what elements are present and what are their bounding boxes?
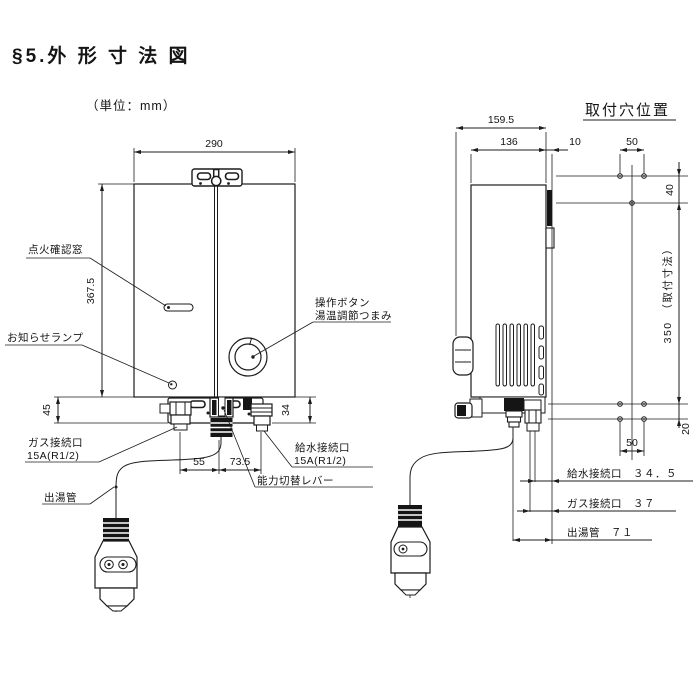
page-title: §5.外 形 寸 法 図 (12, 44, 191, 67)
front-view (94, 168, 296, 612)
unit-note: （単位：mm） (86, 98, 176, 113)
side-body-outline (470, 184, 547, 398)
dim-wall-gap: 10 (569, 136, 581, 148)
front-outlet-hose (114, 437, 222, 518)
side-shower-head (390, 500, 431, 598)
label-operation-button: 操作ボタン (315, 296, 370, 309)
dim-bottom-left: 45 (41, 404, 53, 416)
front-dimensions: 290 367.5 45 34 55 73.5 (41, 138, 316, 474)
vent-slots (495, 323, 544, 396)
wall-bracket-hook (545, 190, 555, 249)
side-bottom-fittings (454, 396, 546, 432)
knob-pointer-tick (249, 338, 252, 346)
temperature-knob (228, 337, 268, 377)
front-labels: 点火確認窓 お知らせランプ 操作ボタン 湯温調節つまみ ガス接続口 15A(R1… (5, 243, 392, 505)
offset-water: 給水接続口 ３４．５ (567, 467, 677, 480)
label-water-port: 給水接続口 (295, 441, 350, 454)
gas-connection-fitting (159, 401, 192, 431)
dim-height: 367.5 (85, 278, 97, 304)
front-bottom-fittings (159, 396, 273, 437)
ignition-window (163, 303, 194, 312)
side-outlet-hose (409, 428, 514, 505)
dim-pitch-left: 55 (193, 456, 205, 468)
connection-offset-dimensions: 給水接続口 ３４．５ ガス接続口 ３７ 出湯管 ７１ (513, 467, 693, 542)
side-knob (452, 336, 474, 376)
dim-pitch-right: 73.5 (230, 456, 251, 468)
dim-depth-total: 159.5 (488, 114, 514, 126)
offset-gas: ガス接続口 ３７ (567, 497, 655, 510)
side-view (390, 154, 555, 598)
label-gas-port: ガス接続口 (28, 436, 83, 449)
dim-pitch-top: 50 (626, 136, 638, 148)
label-ignition-window: 点火確認窓 (28, 243, 83, 256)
notice-lamp (168, 380, 177, 390)
dim-width: 290 (205, 138, 223, 150)
dim-span: 350 （取付寸法） (661, 243, 674, 344)
keyhole-circle (210, 175, 222, 187)
label-gas-port-size: 15A(R1/2) (27, 450, 79, 462)
dim-offset-top: 40 (664, 184, 676, 196)
label-temp-knob: 湯温調節つまみ (315, 309, 392, 322)
label-capacity-lever: 能力切替レバー (257, 474, 334, 487)
capacity-lever (243, 398, 252, 410)
front-shower-head (94, 508, 138, 612)
outlet-pipe-fitting (209, 396, 234, 437)
offset-outlet: 出湯管 ７１ (567, 526, 633, 539)
side-dimensions-top: 159.5 136 10 (455, 114, 581, 336)
mounting-hole-diagram: 取付穴位置 50 40 350 （取付寸法） (548, 102, 692, 460)
dim-offset-bottom: 20 (680, 423, 692, 435)
dim-bottom-right: 34 (280, 404, 292, 416)
water-connection-fitting (250, 403, 273, 432)
mounting-title: 取付穴位置 (585, 102, 670, 119)
label-outlet-pipe: 出湯管 (44, 491, 77, 504)
dim-depth-body: 136 (500, 136, 518, 148)
top-mounting-bracket (191, 168, 243, 187)
header: §5.外 形 寸 法 図 （単位：mm） (12, 44, 191, 113)
dim-pitch-bottom: 50 (626, 437, 638, 449)
label-notice-lamp: お知らせランプ (7, 331, 83, 344)
label-water-port-size: 15A(R1/2) (294, 455, 346, 467)
